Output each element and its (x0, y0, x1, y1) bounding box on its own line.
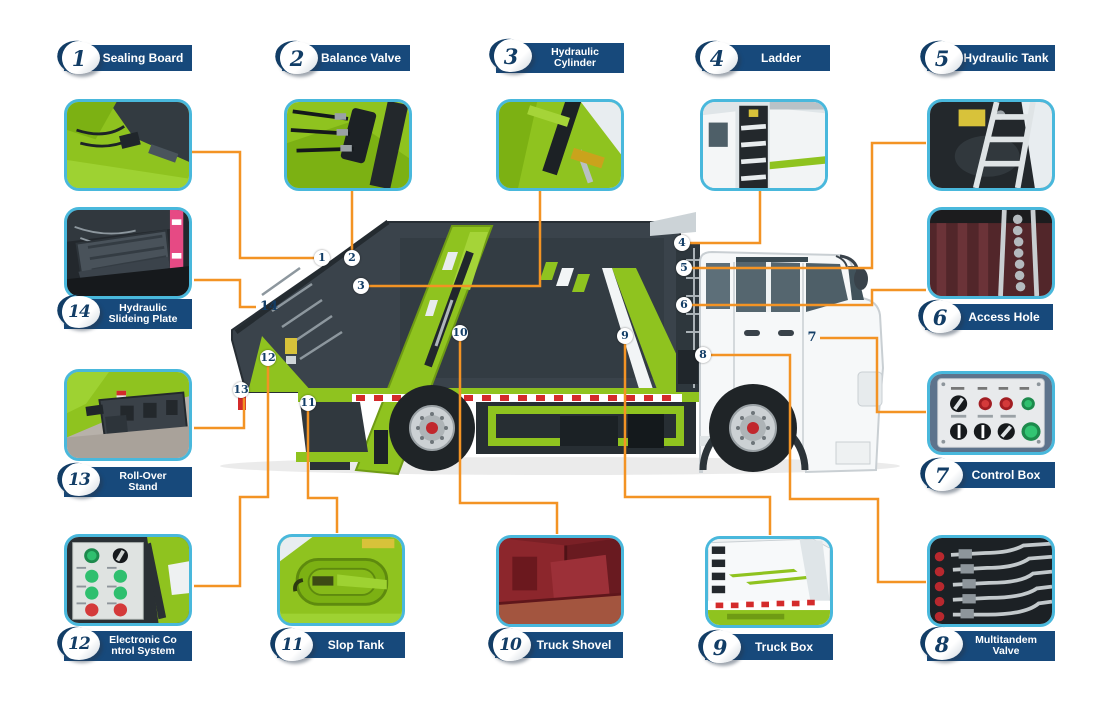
part-number-badge: 1 (58, 42, 100, 74)
balance-valve-art (287, 102, 409, 188)
hydraulic-cylinder-art (499, 102, 621, 188)
part-number-badge: 8 (921, 628, 963, 660)
line-part-10 (458, 341, 559, 534)
control-box-art (930, 374, 1052, 452)
marker-8: 8 (695, 347, 711, 363)
part-photo-hydraulic-tank (927, 99, 1055, 191)
line-part-14 (194, 278, 256, 309)
marker-14: 14 (260, 299, 279, 314)
part-photo-electronic-control (64, 534, 192, 626)
truck-box-art (708, 539, 830, 625)
rear-wheel (389, 385, 475, 471)
part-number-badge: 12 (58, 628, 100, 660)
line-part-4 (690, 190, 762, 245)
part-photo-access-hole (927, 207, 1055, 299)
part-photo-slop-tank (277, 534, 405, 626)
hydraulic-sliding-plate-art (67, 210, 189, 296)
part-number-badge: 4 (696, 42, 738, 74)
multitandem-valve-art (930, 538, 1052, 624)
ladder-art (703, 102, 825, 188)
access-hole-art (930, 210, 1052, 296)
front-wheel (709, 384, 797, 472)
part-photo-ladder (700, 99, 828, 191)
hydraulic-tank-art (930, 102, 1052, 188)
part-number-badge: 14 (58, 296, 100, 328)
part-number-badge: 6 (919, 301, 961, 333)
part-photo-balance-valve (284, 99, 412, 191)
electronic-control-art (67, 537, 189, 623)
line-part-3 (369, 190, 542, 288)
line-part-13 (194, 398, 246, 430)
roll-over-stand-art (67, 372, 189, 458)
marker-2: 2 (344, 250, 360, 266)
marker-11: 11 (300, 395, 316, 411)
part-number-badge: 5 (921, 42, 963, 74)
part-number-badge: 9 (699, 631, 741, 663)
marker-6: 6 (676, 297, 692, 313)
line-part-11 (306, 411, 339, 533)
part-photo-truck-box (705, 536, 833, 628)
part-label-slop-tank: 11 Slop Tank (271, 629, 405, 661)
line-part-8 (711, 353, 926, 584)
marker-12: 12 (260, 350, 276, 366)
part-number-badge: 7 (921, 459, 963, 491)
part-photo-truck-shovel (496, 535, 624, 627)
line-part-7 (820, 336, 926, 414)
part-photo-sealing-board (64, 99, 192, 191)
part-number-badge: 10 (489, 629, 531, 661)
line-part-12 (194, 366, 270, 588)
marker-13: 13 (233, 382, 249, 398)
part-label-sealing-board: 1 Sealing Board (58, 42, 192, 74)
slop-tank-art (280, 537, 402, 623)
line-part-6 (692, 288, 926, 307)
part-photo-control-box (927, 371, 1055, 455)
line-part-5 (692, 141, 926, 270)
marker-4: 4 (674, 235, 690, 251)
part-label-hydraulic-tank: 5 Hydraulic Tank (921, 42, 1055, 74)
marker-5: 5 (676, 260, 692, 276)
part-photo-hydraulic-sliding-plate (64, 207, 192, 299)
part-label-control-box: 7 Control Box (921, 459, 1055, 491)
marker-1: 1 (314, 250, 330, 266)
marker-10: 10 (452, 325, 468, 341)
part-photo-hydraulic-cylinder (496, 99, 624, 191)
sealing-board-art (67, 102, 189, 188)
line-part-9 (623, 344, 772, 535)
part-label-balance-valve: 2 Balance Valve (276, 42, 410, 74)
part-number-badge: 11 (271, 629, 313, 661)
truck-shovel-art (499, 538, 621, 624)
part-label-ladder: 4 Ladder (696, 42, 830, 74)
marker-7: 7 (807, 330, 817, 345)
marker-3: 3 (353, 278, 369, 294)
part-label-truck-box: 9 Truck Box (699, 631, 833, 663)
part-label-access-hole: 6 Access Hole (919, 301, 1053, 333)
part-number-badge: 13 (58, 464, 100, 496)
part-number-badge: 3 (490, 40, 532, 72)
part-photo-multitandem-valve (927, 535, 1055, 627)
line-part-1 (192, 150, 314, 260)
part-photo-roll-over-stand (64, 369, 192, 461)
marker-9: 9 (617, 328, 633, 344)
part-label-truck-shovel: 10 Truck Shovel (489, 629, 623, 661)
part-number-badge: 2 (276, 42, 318, 74)
